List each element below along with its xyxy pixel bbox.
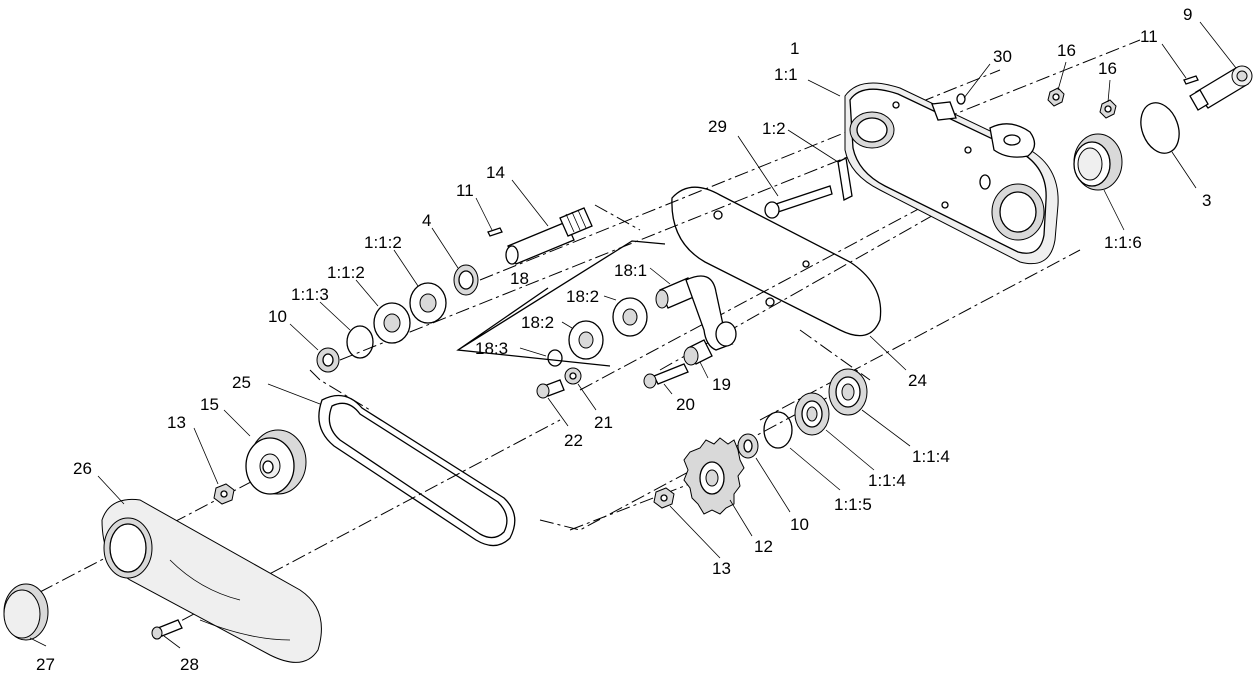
spacer-part-19 (683, 339, 713, 366)
bearing-part-1-1-4b (828, 368, 868, 416)
callout-1-1-4a: 1:1:4 (868, 471, 906, 490)
snapring-part-1-1-3 (346, 325, 374, 359)
snapring-part-1-1-5 (763, 411, 793, 449)
callout-26: 26 (73, 459, 92, 478)
gasket-holes (713, 210, 810, 307)
callout-29: 29 (708, 117, 727, 136)
callout-14: 14 (486, 163, 505, 182)
callout-11b: 11 (456, 181, 474, 200)
housing-part-1 (844, 82, 1059, 265)
cover-part-26 (101, 498, 322, 663)
callout-1-1-2a: 1:1:2 (364, 233, 402, 252)
bearing-part-4 (453, 264, 479, 296)
bearing-part-18-2b (568, 320, 604, 360)
callout-16a: 16 (1057, 41, 1076, 60)
nut-part-13b (653, 487, 675, 509)
callout-labels: 1 1:1 1:2 30 16 16 11 9 3 1:1:6 29 14 11… (36, 5, 1211, 674)
cap-part-27 (3, 583, 49, 641)
washer-part-10a (316, 347, 340, 373)
callout-18-2a: 18:2 (566, 287, 599, 306)
callout-1-1-3: 1:1:3 (291, 285, 329, 304)
bearing-part-1-1-2a (409, 282, 447, 324)
shaft-part-9 (1189, 65, 1253, 111)
callout-4: 4 (422, 211, 431, 230)
callout-1-2: 1:2 (762, 119, 786, 138)
seal-part-1-1-6 (1073, 133, 1123, 191)
bearing-part-18-2a (612, 297, 648, 337)
callout-10a: 10 (268, 307, 287, 326)
key-part-11b (487, 227, 503, 237)
callout-19: 19 (712, 375, 731, 394)
callout-21: 21 (594, 413, 613, 432)
callout-18: 18 (510, 269, 529, 288)
callout-18-2b: 18:2 (521, 313, 554, 332)
sprocket-part-12 (683, 437, 745, 515)
callout-18-1: 18:1 (614, 261, 647, 280)
callout-1-1-6: 1:1:6 (1104, 233, 1142, 252)
callout-12: 12 (754, 537, 773, 556)
callout-30: 30 (993, 47, 1012, 66)
callout-16b: 16 (1098, 59, 1117, 78)
callout-18-3: 18:3 (475, 339, 508, 358)
washer-part-10b (737, 433, 759, 459)
callout-25: 25 (232, 373, 251, 392)
key-part-1-2 (837, 157, 853, 201)
callout-1-1: 1:1 (774, 65, 798, 84)
callout-1: 1 (790, 39, 799, 58)
bearing-part-1-1-2b (373, 302, 411, 344)
bolt-part-22 (536, 379, 565, 399)
key-part-11a (1183, 75, 1199, 85)
callout-22: 22 (564, 431, 583, 450)
pin-part-29 (764, 185, 833, 219)
callout-9: 9 (1183, 5, 1192, 24)
bearing-part-1-1-4a (794, 392, 830, 436)
callout-11a: 11 (1140, 27, 1158, 46)
callout-10b: 10 (790, 515, 809, 534)
nut-part-16a (1047, 87, 1065, 107)
callout-3: 3 (1202, 191, 1211, 210)
bolt-part-20 (643, 363, 689, 389)
belt-part-25 (318, 394, 516, 547)
nut-part-13a (213, 483, 235, 505)
group-18-bracket (456, 240, 666, 367)
callout-1-1-5: 1:1:5 (834, 495, 872, 514)
snapring-part-18-3 (547, 349, 563, 367)
callout-13a: 13 (167, 413, 186, 432)
pulley-part-15 (245, 429, 307, 495)
callout-1-1-2b: 1:1:2 (327, 263, 365, 282)
gasket-part-24 (671, 186, 882, 337)
nut-part-16b (1099, 99, 1117, 119)
callout-1-1-4b: 1:1:4 (912, 447, 950, 466)
washer-part-30 (956, 93, 966, 105)
idler-part-18-1 (655, 275, 737, 351)
callout-24: 24 (908, 371, 927, 390)
callout-15: 15 (200, 395, 219, 414)
washer-part-21 (564, 367, 582, 385)
callout-27: 27 (36, 655, 55, 674)
leader-lines (29, 21, 1237, 649)
shaft-part-14 (505, 207, 593, 265)
callout-20: 20 (676, 395, 695, 414)
screw-part-28 (151, 619, 183, 640)
callout-28: 28 (180, 655, 199, 674)
oring-part-3 (1140, 102, 1180, 154)
callout-13b: 13 (712, 559, 731, 578)
